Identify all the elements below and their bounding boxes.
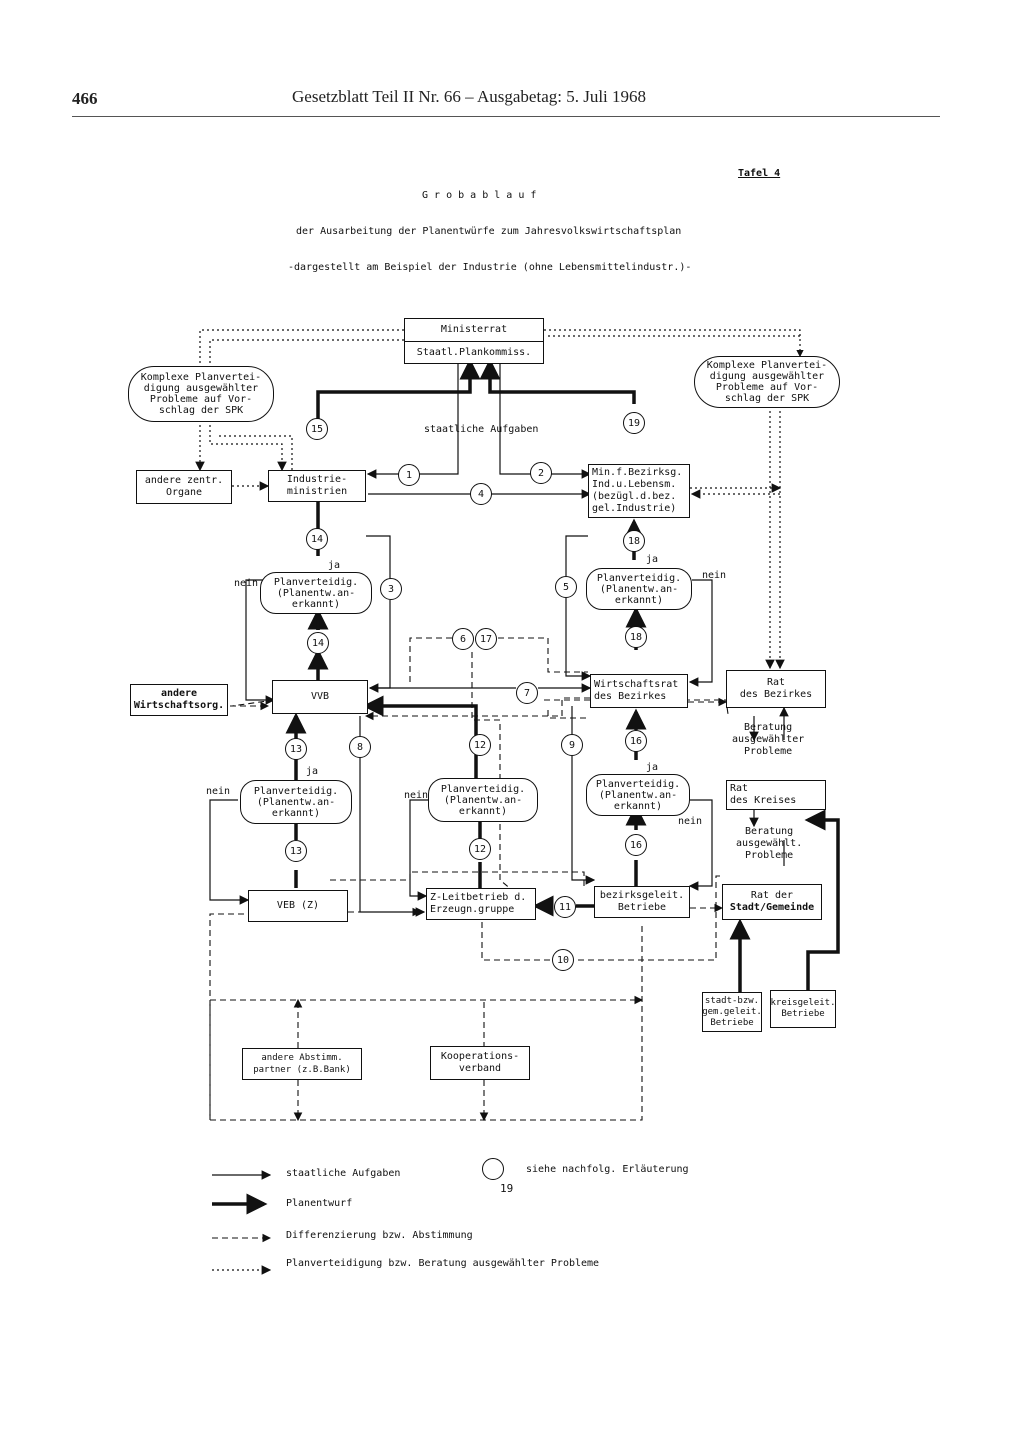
step-circle-14-upper: 14 [306,528,328,550]
planverteidigung-ministrien-pill: Planverteidig. (Planentw.an- erkannt) [260,572,372,614]
page-number: 466 [72,89,98,108]
step-circle-5: 5 [555,576,577,598]
legend-lines [212,1170,272,1275]
step-circle-1: 1 [398,464,420,486]
step-circle-18-lower: 18 [625,626,647,648]
stadt-gem-geleitete-betriebe-box: stadt-bzw. gem.geleit. Betriebe [702,992,762,1032]
step-circle-8: 8 [349,736,371,758]
legend-dotted-label: Planverteidigung bzw. Beratung ausgewähl… [286,1258,600,1269]
nein-label-16: nein [678,816,703,827]
ministerrat-label: Ministerrat [405,319,543,342]
step-circle-2: 2 [530,462,552,484]
step-circle-16-lower: 16 [625,834,647,856]
step-circle-12-upper: 12 [469,734,491,756]
andere-wirtschaftsorg-box: andere Wirtschaftsorg. [130,684,228,716]
running-title: Gesetzblatt Teil II Nr. 66 – Ausgabetag:… [292,87,647,106]
industrieministrien-box: Industrie- ministrien [268,470,366,502]
kreisgeleitete-betriebe-box: kreisgeleit. Betriebe [770,990,836,1028]
ja-label-16: ja [646,762,659,773]
ja-label-13: ja [306,766,319,777]
beratung-bezirk-label: Beratung ausgewählter Probleme [732,722,805,757]
diagram-title: G r o b a b l a u f [422,190,537,201]
step-circle-19: 19 [623,412,645,434]
step-circle-3: 3 [380,578,402,600]
andere-zentr-organe-box: andere zentr. Organe [136,470,232,504]
komplexe-planverteidigung-left-pill: Komplexe Planvertei- digung ausgewählter… [128,366,274,422]
rat-des-bezirkes-box: Rat des Bezirkes [726,670,826,708]
komplexe-planverteidigung-right-pill: Komplexe Planvertei- digung ausgewählter… [694,356,840,408]
nein-label-12: nein [404,790,429,801]
nein-label-13: nein [206,786,231,797]
step-circle-6: 6 [452,628,474,650]
andere-abstimmungspartner-box: andere Abstimm. partner (z.B.Bank) [242,1048,362,1080]
step-circle-14-lower: 14 [307,632,329,654]
planverteidigung-vvb-pill: Planverteidig. (Planentw.an- erkannt) [240,780,352,824]
step-circle-17: 17 [475,628,497,650]
step-circle-7: 7 [516,682,538,704]
legend-circle-sample [482,1158,504,1180]
step-circle-11: 11 [554,896,576,918]
step-circle-16-upper: 16 [625,730,647,752]
planverteidigung-z-leitbetrieb-pill: Planverteidig. (Planentw.an- erkannt) [428,778,538,822]
legend-dashed-label: Differenzierung bzw. Abstimmung [286,1230,473,1241]
veb-z-box: VEB (Z) [248,890,348,922]
kooperationsverband-box: Kooperations- verband [430,1046,530,1080]
diagram-subtitle-2: -dargestellt am Beispiel der Industrie (… [288,262,692,273]
step-circle-18-upper: 18 [623,530,645,552]
legend-circle-label: siehe nachfolg. Erläuterung [526,1164,689,1175]
legend-circle-sample-number: 19 [500,1182,514,1195]
nein-label-18: nein [702,570,727,581]
bezirksgeleitete-betriebe-box: bezirksgeleit. Betriebe [594,886,690,918]
diagram-subtitle-1: der Ausarbeitung der Planentwürfe zum Ja… [296,226,682,237]
step-circle-12-lower: 12 [469,838,491,860]
header-rule [72,116,940,117]
nein-label-14: nein [234,578,259,589]
planverteidigung-bezirk-pill: Planverteidig. (Planentw.an- erkannt) [586,568,692,610]
ministerium-bezirksgeleitete-industrie-box: Min.f.Bezirksg. Ind.u.Lebensm. (bezügl.d… [588,464,690,518]
step-circle-13-upper: 13 [285,738,307,760]
step-circle-9: 9 [561,734,583,756]
ja-label-14: ja [328,560,341,571]
step-circle-13-lower: 13 [285,840,307,862]
planverteidigung-wirtschaftsrat-pill: Planverteidig. (Planentw.an- erkannt) [586,774,690,816]
legend-thick-label: Planentwurf [286,1198,353,1209]
step-circle-15: 15 [306,418,328,440]
plankommission-label: Staatl.Plankommiss. [416,346,532,358]
wirtschaftsrat-box: Wirtschaftsrat des Bezirkes [590,674,688,708]
table-label: Tafel 4 [738,168,781,179]
beratung-kreis-label: Beratung ausgewählt. Probleme [736,826,803,861]
ja-label-18: ja [646,554,659,565]
rat-der-stadt-gemeinde-box: Rat der Stadt/Gemeinde [722,884,822,920]
step-circle-10: 10 [552,949,574,971]
ministerrat-box: Ministerrat Staatl.Plankommiss. [404,318,544,364]
staatliche-aufgaben-label: staatliche Aufgaben [424,424,539,435]
vvb-box: VVB [272,680,368,714]
rat-des-kreises-box: Rat des Kreises [726,780,826,810]
legend-solid-label: staatliche Aufgaben [286,1168,401,1179]
z-leitbetrieb-box: Z-Leitbetrieb d. Erzeugn.gruppe [426,888,536,920]
step-circle-4: 4 [470,483,492,505]
